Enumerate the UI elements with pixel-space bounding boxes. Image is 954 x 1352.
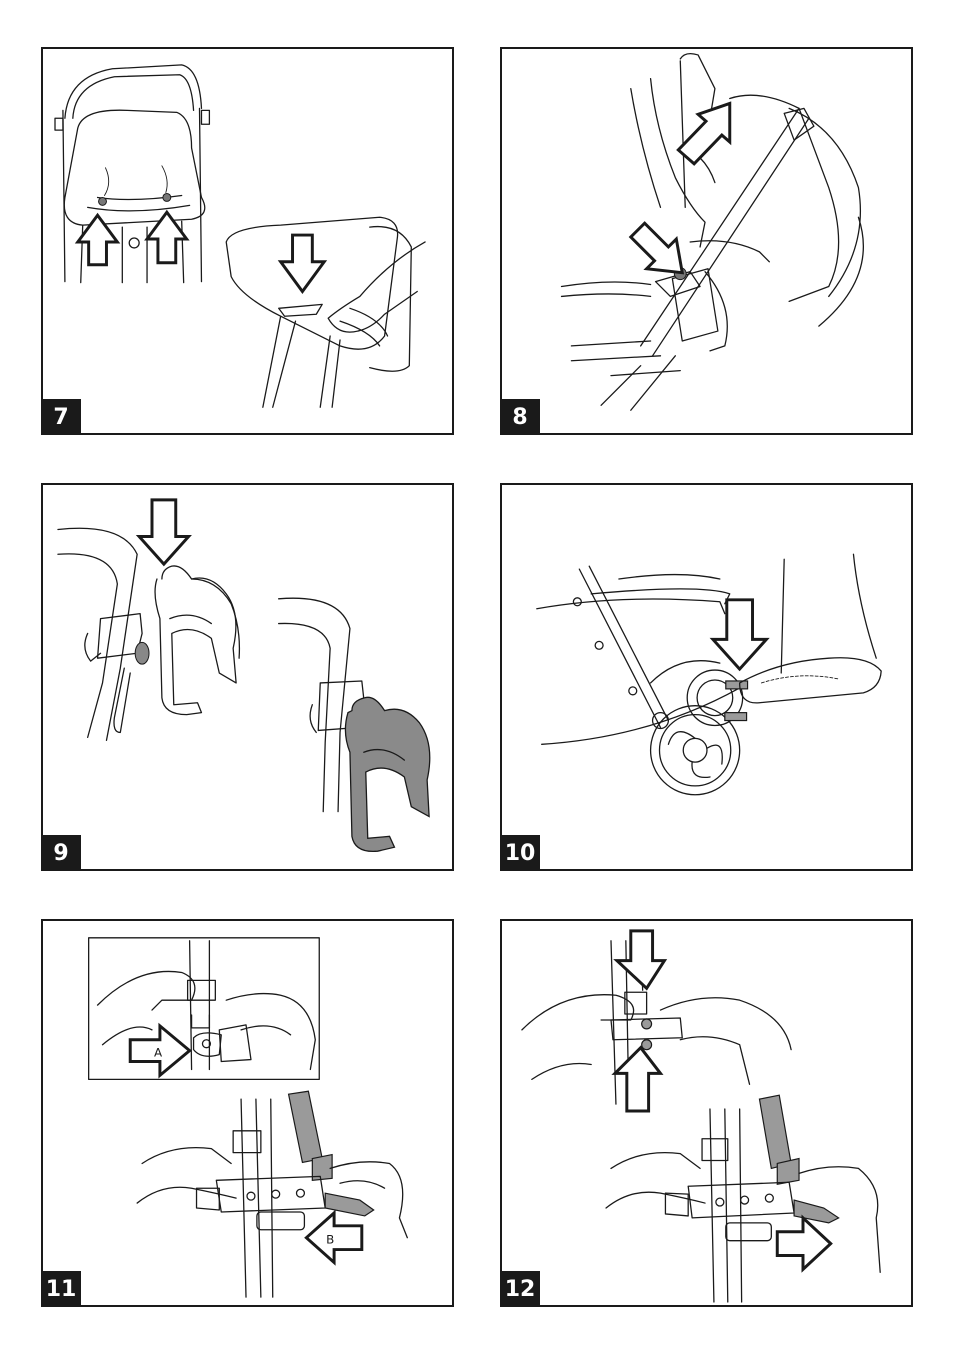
figure-7-illustration bbox=[43, 49, 452, 433]
figure-12-illustration bbox=[502, 921, 911, 1305]
arrow-down bbox=[139, 500, 188, 564]
panel-number-10: 10 bbox=[500, 835, 540, 871]
arrow-right bbox=[777, 1218, 830, 1269]
arrow-down-top bbox=[617, 931, 665, 988]
figure-9-illustration bbox=[43, 485, 452, 869]
figure-panel-11: A B 11 bbox=[41, 919, 454, 1307]
figure-11-illustration: A B bbox=[43, 921, 452, 1305]
figure-10-illustration bbox=[502, 485, 911, 869]
arrow-down bbox=[713, 600, 766, 669]
inset-detail-box bbox=[89, 938, 320, 1080]
panel-number-12: 12 bbox=[500, 1271, 540, 1307]
figure-panel-9: 9 bbox=[41, 483, 454, 871]
arrow-down-diagonal bbox=[631, 223, 682, 272]
label-b: B bbox=[326, 1233, 334, 1247]
arrow-down bbox=[281, 235, 325, 291]
cup-holder bbox=[345, 697, 429, 851]
label-a: A bbox=[154, 1046, 163, 1060]
panel-number-9: 9 bbox=[41, 835, 81, 871]
panel-number-11: 11 bbox=[41, 1271, 81, 1307]
figure-panel-8: 8 bbox=[500, 47, 913, 435]
figure-8-illustration bbox=[502, 49, 911, 433]
arrow-up-left bbox=[78, 215, 118, 264]
figure-panel-12: 12 bbox=[500, 919, 913, 1307]
figure-panel-10: 10 bbox=[500, 483, 913, 871]
arrow-up-bottom bbox=[615, 1048, 661, 1111]
arrow-up-diagonal bbox=[678, 103, 729, 163]
figure-panel-7: 7 bbox=[41, 47, 454, 435]
panel-number-7: 7 bbox=[41, 399, 81, 435]
panel-number-8: 8 bbox=[500, 399, 540, 435]
